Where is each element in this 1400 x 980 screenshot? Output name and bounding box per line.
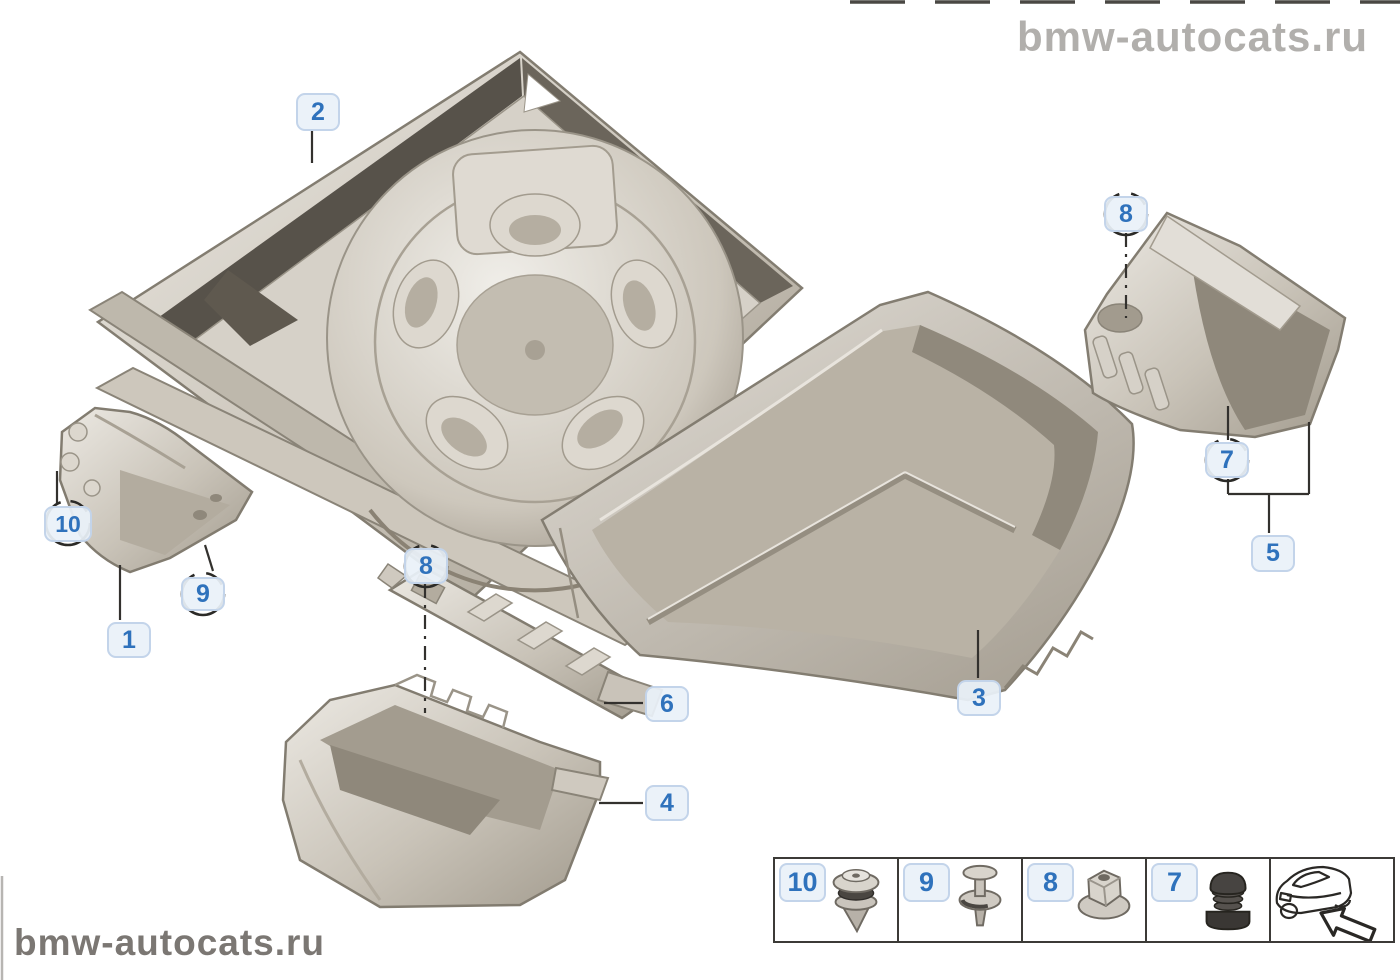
callout-1[interactable]: 1 bbox=[107, 622, 151, 658]
leader-9 bbox=[203, 544, 215, 572]
location-arrow-icon bbox=[1319, 906, 1377, 941]
legend-cell-8[interactable]: 8 bbox=[1023, 859, 1147, 941]
blind-plug-icon bbox=[1205, 871, 1251, 931]
callout-3[interactable]: 3 bbox=[957, 680, 1001, 716]
push-rivet-icon bbox=[832, 869, 880, 934]
callout-7[interactable]: 7 bbox=[1205, 442, 1249, 478]
expanding-rivet-icon bbox=[958, 864, 1002, 927]
legend-cell-10[interactable]: 10 bbox=[775, 859, 899, 941]
part-1-side-trim-bracket bbox=[58, 406, 254, 574]
callout-6[interactable]: 6 bbox=[645, 686, 689, 722]
watermark-top-right: bmw-autocats.ru bbox=[1016, 13, 1368, 60]
hex-nut-washer-icon bbox=[1077, 869, 1131, 920]
part-5-right-storage-tray bbox=[1083, 211, 1347, 439]
part-3-curved-storage-tray bbox=[540, 290, 1135, 702]
part-4-storage-bin bbox=[281, 673, 610, 909]
callout-4[interactable]: 4 bbox=[645, 785, 689, 821]
part-2-trunk-floor-panel bbox=[88, 50, 804, 652]
leader-lines bbox=[55, 131, 1311, 805]
callout-2[interactable]: 2 bbox=[296, 93, 340, 131]
callout-8-right[interactable]: 8 bbox=[1104, 196, 1148, 232]
legend-number-10: 10 bbox=[779, 863, 826, 902]
legend-strip: 10 9 8 7 bbox=[773, 857, 1395, 943]
watermark-bottom-left: bmw-autocats.ru bbox=[14, 922, 326, 963]
callout-5[interactable]: 5 bbox=[1251, 535, 1295, 572]
wheel-recess-pockets bbox=[392, 193, 678, 471]
callout-9[interactable]: 9 bbox=[181, 577, 225, 611]
car-rear-icon bbox=[1275, 865, 1377, 941]
callout-8-left[interactable]: 8 bbox=[404, 548, 448, 584]
callout-10[interactable]: 10 bbox=[44, 506, 92, 542]
legend-cell-9[interactable]: 9 bbox=[899, 859, 1023, 941]
legend-number-9: 9 bbox=[903, 863, 950, 902]
legend-cell-7[interactable]: 7 bbox=[1147, 859, 1271, 941]
legend-number-8: 8 bbox=[1027, 863, 1074, 902]
legend-cell-location[interactable] bbox=[1271, 859, 1393, 941]
legend-number-7: 7 bbox=[1151, 863, 1198, 902]
leader-7-5-bracket bbox=[1226, 406, 1311, 533]
